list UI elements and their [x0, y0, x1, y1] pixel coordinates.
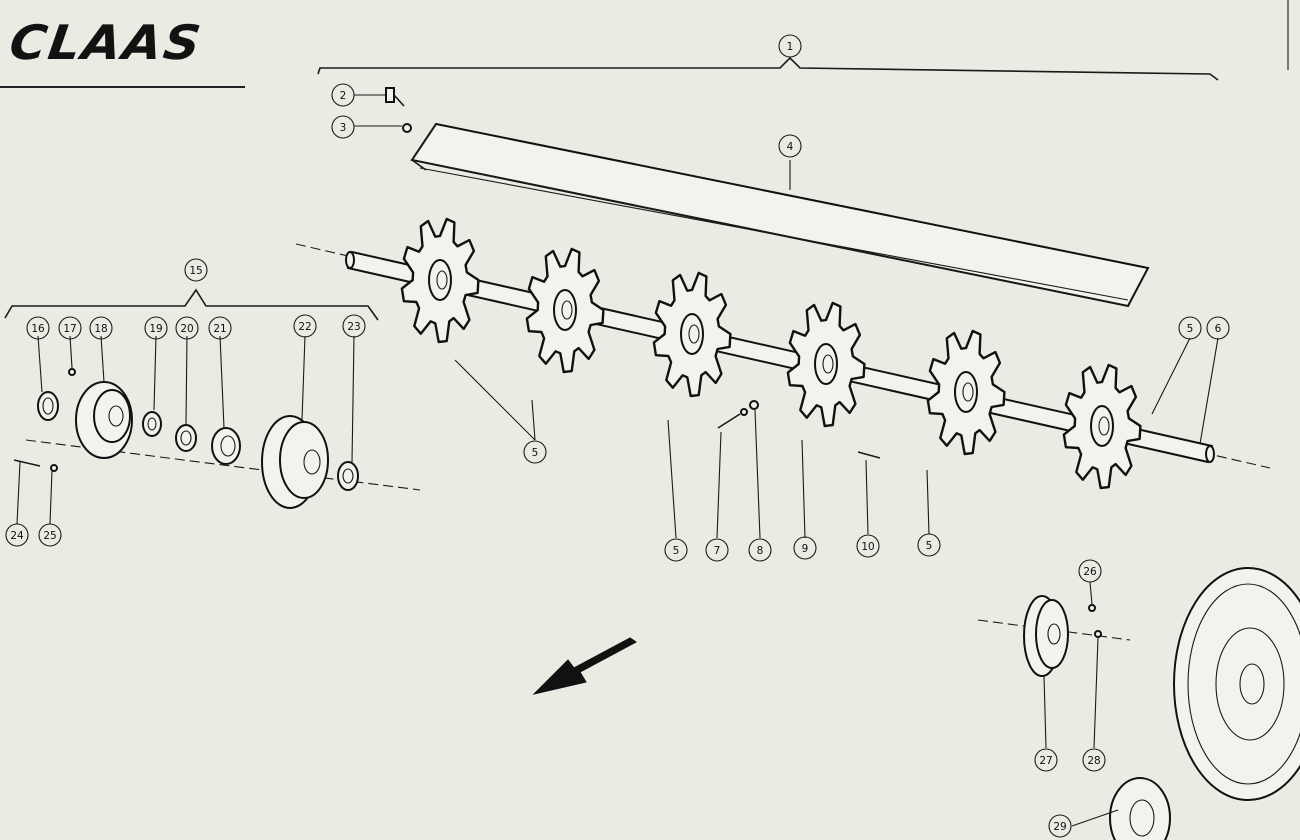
callout-4: 4	[778, 134, 802, 158]
seal-16	[37, 391, 59, 421]
callout-label: 21	[213, 323, 226, 335]
callout-label: 17	[63, 323, 76, 335]
callout-20: 20	[175, 316, 199, 340]
assembly-15-brace	[4, 288, 379, 321]
callout-label: 10	[861, 541, 874, 553]
ring-19	[142, 411, 162, 437]
ring-20	[175, 424, 197, 452]
bolt-24	[13, 459, 41, 467]
nut-28	[1094, 630, 1102, 638]
nut-25	[50, 464, 58, 472]
callout-label: 5	[926, 540, 933, 552]
callout-label: 23	[347, 321, 360, 333]
callout-label: 22	[298, 321, 311, 333]
callout-label: 24	[10, 530, 24, 542]
callout-label: 29	[1053, 821, 1066, 833]
logo-underline	[0, 86, 245, 88]
strip-bar-4	[410, 122, 1150, 308]
callout-label: 5	[1187, 323, 1194, 335]
callout-2: 2	[331, 83, 355, 107]
callout-label: 19	[149, 323, 162, 335]
hub-22	[261, 415, 329, 509]
callout-26: 26	[1078, 559, 1102, 583]
callout-label: 1	[787, 41, 794, 53]
callout-10: 10	[856, 534, 880, 558]
callout-label: 18	[94, 323, 107, 335]
callout-label: 7	[714, 545, 721, 557]
callout-group: 1 2 3 4 5 6 5 5 7 8 9 10 5 15 16 17 18 1…	[5, 34, 1230, 838]
sprocket-2	[525, 247, 605, 374]
callout-17: 17	[58, 316, 82, 340]
callout-16: 16	[26, 316, 50, 340]
disc-wheel	[1173, 567, 1300, 801]
callout-label: 9	[802, 543, 809, 555]
callout-24: 24	[5, 523, 29, 547]
part-29	[1109, 777, 1171, 840]
sprocket-3	[652, 271, 732, 398]
callout-label: 27	[1039, 755, 1052, 767]
callout-22: 22	[293, 314, 317, 338]
callout-25: 25	[38, 523, 62, 547]
callout-label: 4	[787, 141, 794, 153]
sprocket-1	[400, 217, 480, 344]
callout-9: 9	[793, 536, 817, 560]
callout-21: 21	[208, 316, 232, 340]
callout-5a: 5	[1178, 316, 1202, 340]
bolt-26	[1088, 604, 1096, 612]
callout-27: 27	[1034, 748, 1058, 772]
bolt-17	[68, 368, 76, 376]
callout-label: 3	[340, 122, 347, 134]
bolt-2	[354, 87, 405, 107]
washer-8	[749, 400, 759, 410]
flange-18	[75, 381, 133, 459]
ring-23	[337, 461, 359, 491]
callout-label: 6	[1215, 323, 1222, 335]
callout-15: 15	[184, 258, 208, 282]
callout-label: 5	[532, 447, 539, 459]
callout-7: 7	[705, 538, 729, 562]
callout-19: 19	[144, 316, 168, 340]
bolt-7	[717, 408, 748, 429]
sprocket-6	[1062, 363, 1142, 490]
callout-5c: 5	[664, 538, 688, 562]
callout-label: 26	[1083, 566, 1097, 578]
callout-label: 5	[673, 545, 680, 557]
callout-label: 20	[180, 323, 193, 335]
bearing-21	[211, 427, 241, 465]
callout-5d: 5	[917, 533, 941, 557]
sprocket-5	[926, 329, 1006, 456]
callout-label: 25	[43, 530, 56, 542]
direction-arrow	[532, 637, 637, 695]
callout-29: 29	[1048, 814, 1072, 838]
callout-label: 2	[340, 90, 347, 102]
key-10	[857, 451, 881, 459]
callout-23: 23	[342, 314, 366, 338]
callout-label: 15	[189, 265, 202, 277]
callout-6: 6	[1206, 316, 1230, 340]
callout-label: 8	[757, 545, 764, 557]
sprocket-4	[786, 301, 866, 428]
callout-1: 1	[778, 34, 802, 58]
callout-3: 3	[331, 115, 355, 139]
callout-label: 28	[1087, 755, 1100, 767]
callout-8: 8	[748, 538, 772, 562]
callout-label: 16	[31, 323, 45, 335]
sprocket-group	[400, 217, 1142, 490]
callout-18: 18	[89, 316, 113, 340]
callout-5b: 5	[523, 440, 547, 464]
assembly-1-brace	[317, 56, 1219, 81]
flange-27	[1023, 595, 1069, 677]
leader-lines	[16, 335, 1219, 827]
nut-3	[354, 123, 412, 133]
callout-28: 28	[1082, 748, 1106, 772]
